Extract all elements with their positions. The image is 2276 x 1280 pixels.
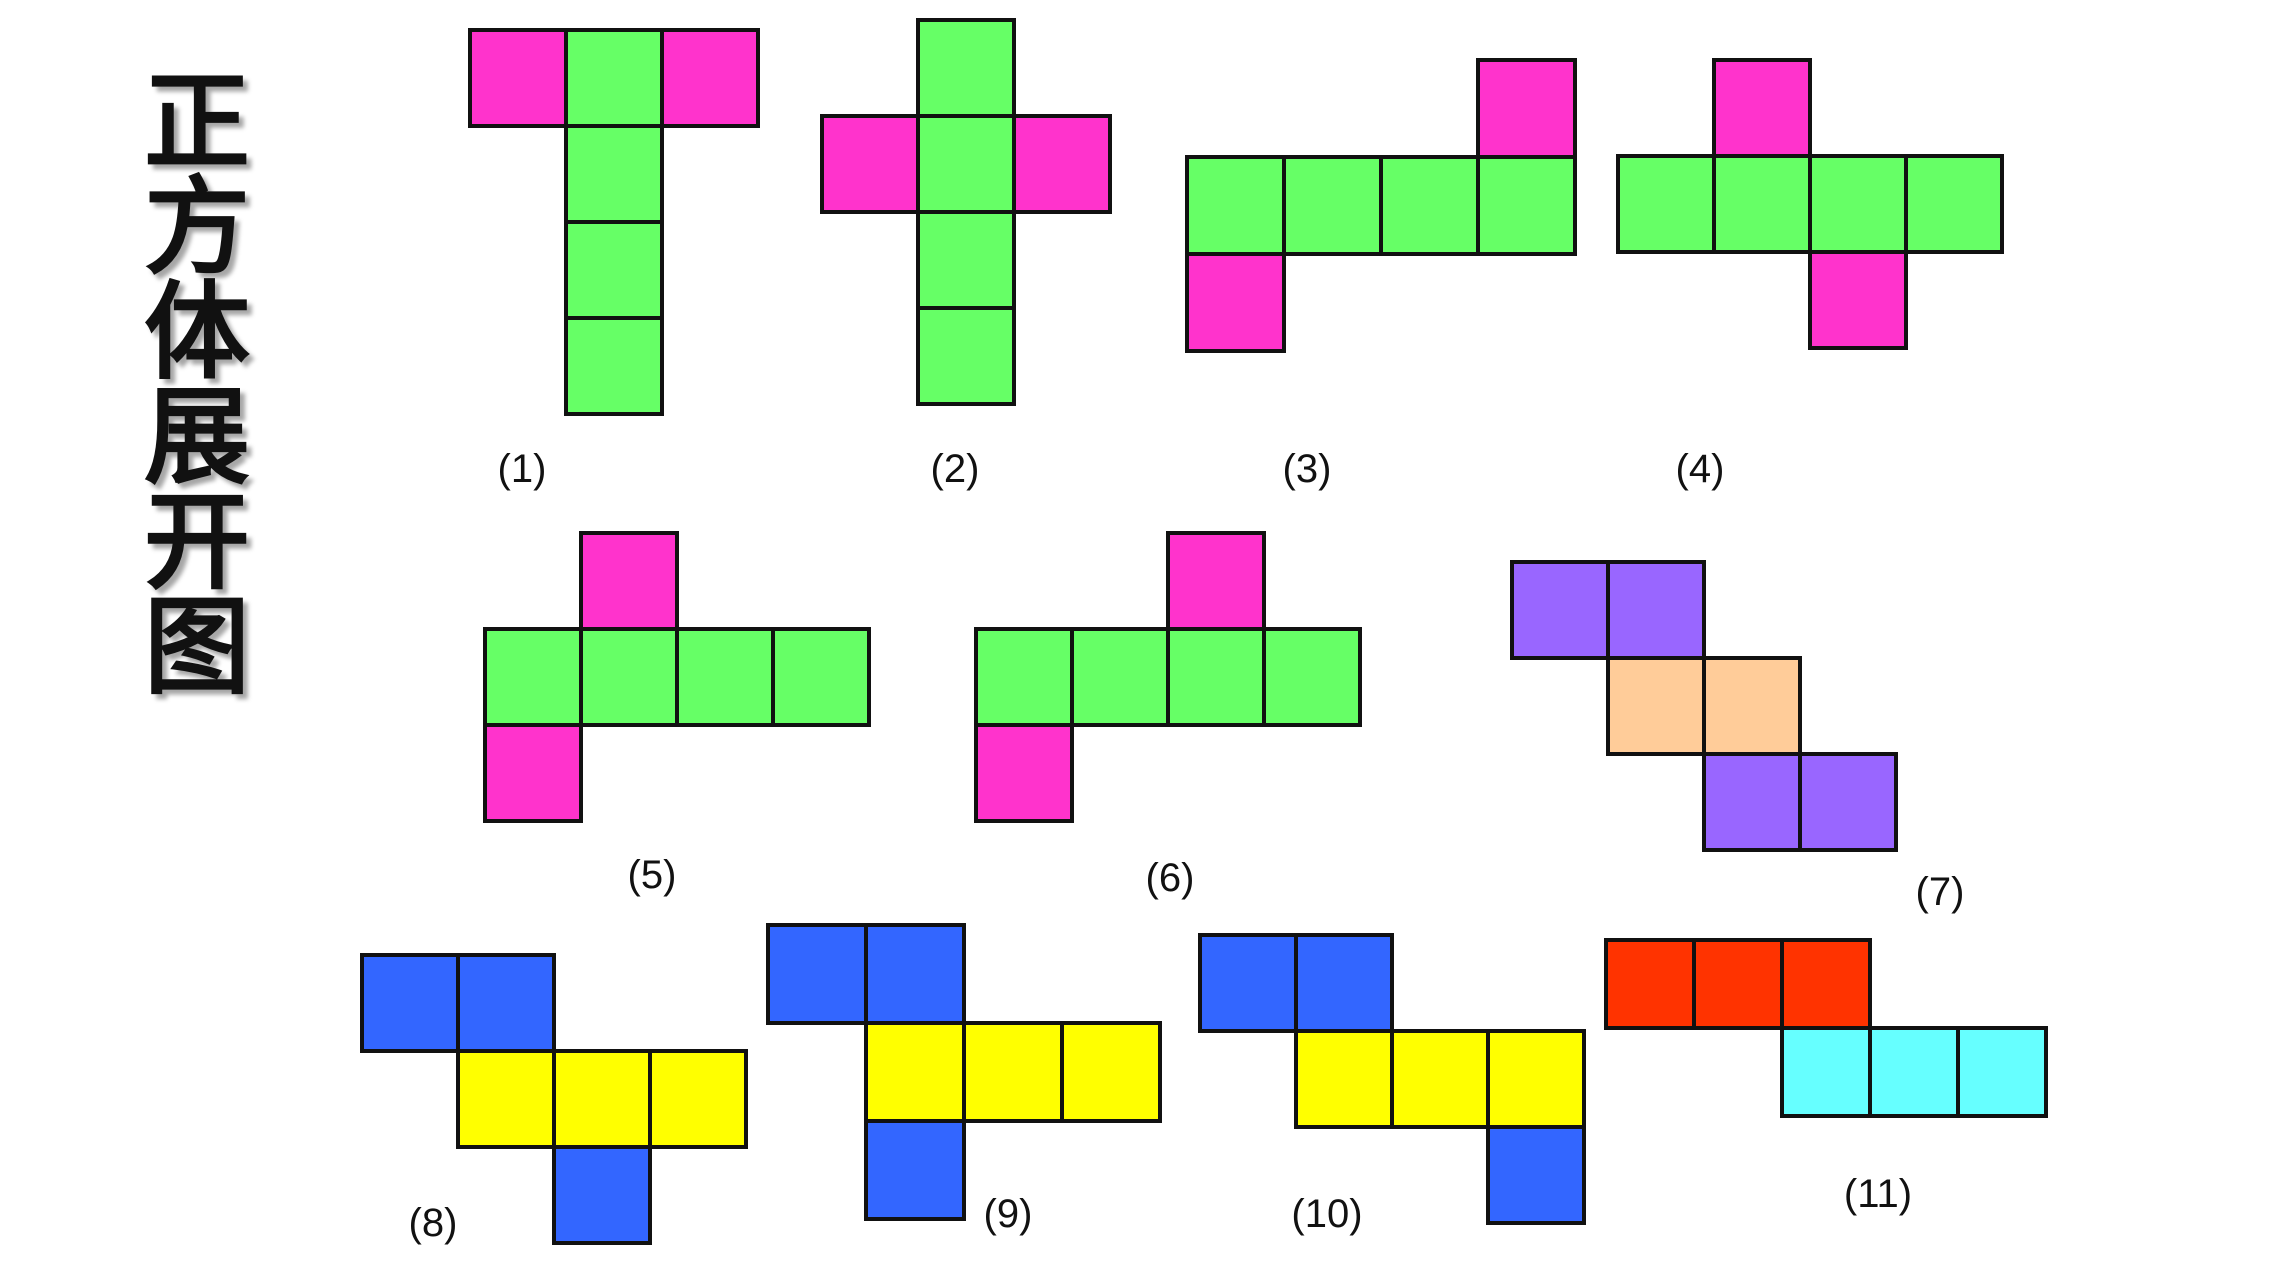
net-square-peach	[1702, 656, 1802, 756]
net-square-yellow	[1294, 1029, 1394, 1129]
net-square-blue	[456, 953, 556, 1053]
net-square-blue	[864, 923, 966, 1025]
net-square-yellow	[552, 1049, 652, 1149]
net-square-pink	[579, 531, 679, 631]
net-label: (2)	[931, 447, 980, 491]
net-square-green	[579, 627, 679, 727]
net-square-green	[564, 124, 664, 224]
net-square-green	[1476, 155, 1577, 256]
net-square-green	[1070, 627, 1170, 727]
cube-net-5: (5)	[483, 531, 871, 897]
net-label: (1)	[498, 447, 547, 491]
net-square-blue	[360, 953, 460, 1053]
net-square-green	[564, 220, 664, 320]
title-char: 方	[144, 166, 250, 289]
net-square-pink	[1712, 58, 1812, 158]
net-square-purple	[1606, 560, 1706, 660]
net-square-pink	[1808, 250, 1908, 350]
net-label: (6)	[1146, 856, 1195, 900]
net-label: (8)	[409, 1201, 458, 1245]
net-label: (11)	[1844, 1172, 1912, 1216]
net-square-blue	[1486, 1125, 1586, 1225]
net-square-yellow	[962, 1021, 1064, 1123]
net-square-blue	[1198, 933, 1298, 1033]
net-square-blue	[552, 1145, 652, 1245]
net-label: (3)	[1283, 447, 1332, 491]
net-label: (4)	[1676, 447, 1725, 491]
net-square-green	[1166, 627, 1266, 727]
title-char: 体	[144, 271, 250, 394]
net-square-red	[1692, 938, 1784, 1030]
net-square-green	[564, 28, 664, 128]
net-square-green	[974, 627, 1074, 727]
net-square-green	[1282, 155, 1383, 256]
net-square-blue	[864, 1119, 966, 1221]
net-square-green	[1185, 155, 1286, 256]
cube-net-10: (10)	[1198, 933, 1586, 1236]
net-square-pink	[660, 28, 760, 128]
net-square-pink	[974, 723, 1074, 823]
cube-net-7: (7)	[1510, 560, 1965, 914]
net-square-green	[1808, 154, 1908, 254]
cube-net-8: (8)	[360, 953, 748, 1245]
net-label: (9)	[984, 1192, 1033, 1236]
net-square-blue	[1294, 933, 1394, 1033]
title-char: 图	[144, 586, 250, 709]
net-square-pink	[468, 28, 568, 128]
net-square-green	[1379, 155, 1480, 256]
net-square-green	[771, 627, 871, 727]
net-square-green	[1616, 154, 1716, 254]
net-square-green	[916, 18, 1016, 118]
net-label: (5)	[628, 853, 677, 897]
net-square-yellow	[1390, 1029, 1490, 1129]
net-square-green	[564, 316, 664, 416]
net-square-green	[1712, 154, 1812, 254]
net-square-yellow	[456, 1049, 556, 1149]
net-square-blue	[766, 923, 868, 1025]
net-square-pink	[483, 723, 583, 823]
net-square-yellow	[1486, 1029, 1586, 1129]
net-square-green	[483, 627, 583, 727]
title-char: 正	[144, 61, 250, 184]
net-label: (7)	[1916, 870, 1965, 914]
page-title: 正 方 体 展 开 图	[132, 61, 262, 709]
title-char: 展	[144, 376, 250, 499]
cube-net-3: (3)	[1185, 58, 1577, 491]
cube-net-1: (1)	[468, 28, 760, 491]
net-square-green	[675, 627, 775, 727]
net-square-red	[1604, 938, 1696, 1030]
net-square-pink	[1166, 531, 1266, 631]
cube-net-6: (6)	[974, 531, 1362, 900]
net-square-purple	[1702, 752, 1802, 852]
net-square-green	[916, 114, 1016, 214]
net-square-green	[916, 306, 1016, 406]
net-square-green	[916, 210, 1016, 310]
cube-net-4: (4)	[1616, 58, 2004, 491]
net-square-cyan	[1868, 1026, 1960, 1118]
net-square-yellow	[648, 1049, 748, 1149]
net-square-pink	[1476, 58, 1577, 159]
net-square-cyan	[1780, 1026, 1872, 1118]
net-square-purple	[1798, 752, 1898, 852]
cube-net-2: (2)	[820, 18, 1112, 491]
net-square-pink	[820, 114, 920, 214]
cube-net-9: (9)	[766, 923, 1162, 1236]
net-square-green	[1262, 627, 1362, 727]
net-square-pink	[1012, 114, 1112, 214]
cube-net-11: (11)	[1604, 938, 2048, 1216]
net-square-yellow	[864, 1021, 966, 1123]
net-square-yellow	[1060, 1021, 1162, 1123]
net-square-red	[1780, 938, 1872, 1030]
net-square-peach	[1606, 656, 1706, 756]
net-square-purple	[1510, 560, 1610, 660]
net-square-pink	[1185, 252, 1286, 353]
net-label: (10)	[1291, 1192, 1362, 1236]
net-square-green	[1904, 154, 2004, 254]
net-square-cyan	[1956, 1026, 2048, 1118]
title-char: 开	[144, 481, 250, 604]
